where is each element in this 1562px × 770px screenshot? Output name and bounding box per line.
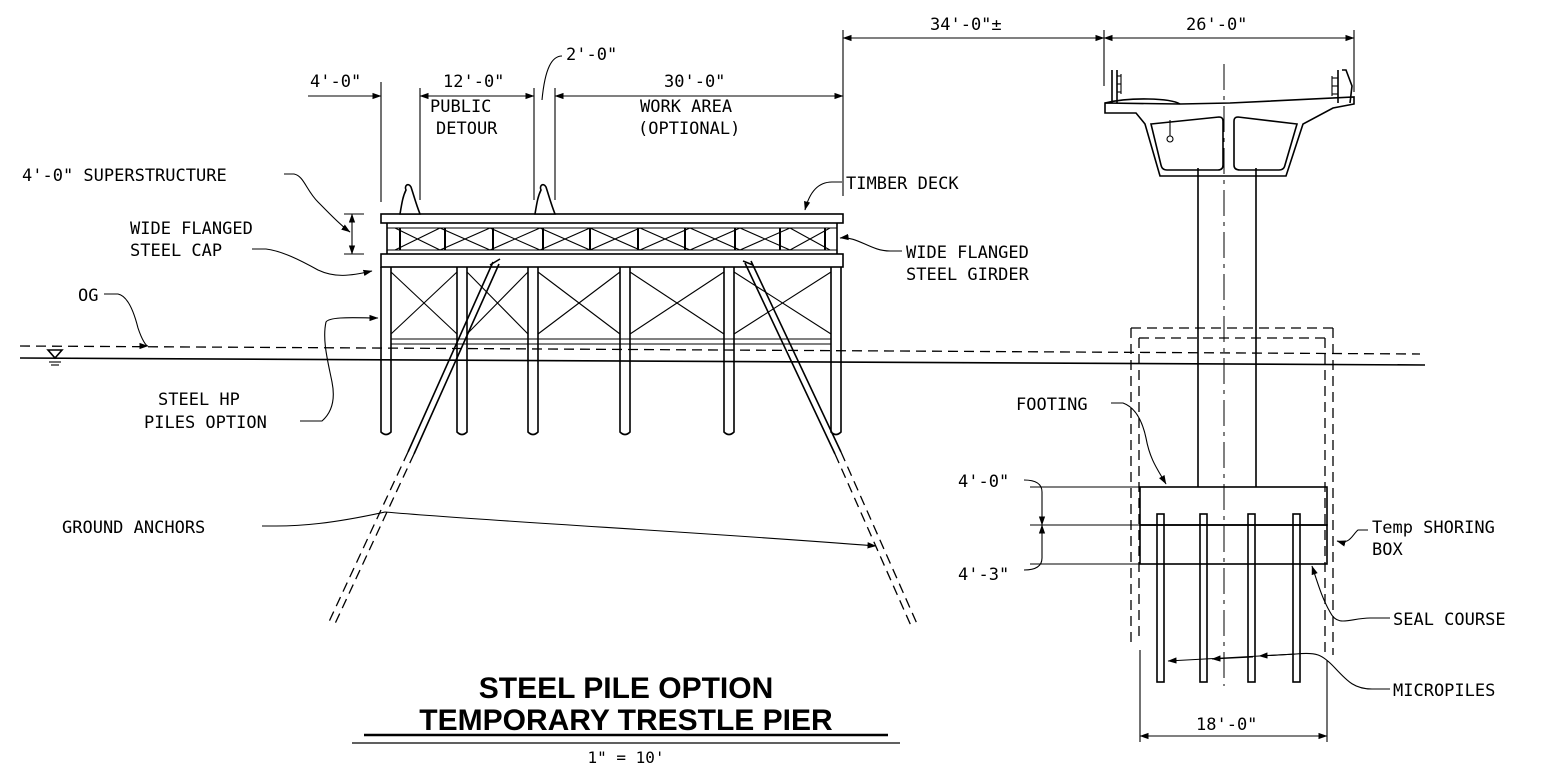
seal-course [1139,524,1328,565]
trestle-leaders [104,173,902,549]
dim-18-0: 18'-0" [1196,715,1257,735]
bridge-rail-right [1331,69,1353,104]
girder-truss [387,227,837,251]
label-girder-2: STEEL GIRDER [906,265,1030,285]
title-line-2: TEMPORARY TRESTLE PIER [419,704,833,737]
barrier-center [534,183,557,215]
label-cap-2: STEEL CAP [130,241,222,261]
bridge-leaders [1111,402,1390,690]
trestle-structure [326,183,919,629]
label-timber-deck: TIMBER DECK [846,174,959,194]
ground-anchor-left [326,258,501,629]
shoring-box [1130,327,1334,655]
pile-bracing [390,271,832,345]
dim-4-3: 4'-3" [958,565,1009,585]
water-surface [19,345,1426,366]
micropiles [1156,513,1301,683]
drawing-labels: 4'-0" 12'-0" 2'-0" 30'-0" PUBLIC DETOUR … [22,15,1506,735]
dim-34-0: 34'-0"± [930,15,1002,35]
title-scale: 1" = 10' [587,748,664,767]
dim-12-0: 12'-0" [443,72,504,92]
ground-anchor-right [742,260,919,629]
label-micropiles: MICROPILES [1393,681,1495,701]
label-shoring-1: Temp SHORING [1372,518,1495,538]
label-girder-1: WIDE FLANGED [906,243,1029,263]
title-block: STEEL PILE OPTION TEMPORARY TRESTLE PIER… [352,672,900,767]
dim-4-0-footing: 4'-0" [958,472,1009,492]
dim-2-0: 2'-0" [566,45,617,65]
label-cap-1: WIDE FLANGED [130,219,253,239]
label-footing: FOOTING [1016,395,1088,415]
girder-cell-right [1233,116,1299,171]
barrier-left [399,183,422,215]
dim-30-0: 30'-0" [664,72,725,92]
label-work-area: WORK AREA [640,97,732,117]
steel-cap [380,253,844,268]
timber-deck [380,213,844,224]
label-seal-course: SEAL COURSE [1393,610,1506,630]
girder-cell-left [1150,116,1224,171]
dim-26-0: 26'-0" [1186,15,1247,35]
bridge-structure [1104,64,1355,686]
label-public: PUBLIC [430,97,491,117]
bridge-rail-left [1111,70,1122,103]
label-hp-2: PILES OPTION [144,413,267,433]
title-line-1: STEEL PILE OPTION [479,672,774,705]
label-hp-1: STEEL HP [158,390,240,410]
footing [1139,486,1328,526]
label-optional: (OPTIONAL) [638,119,740,139]
label-og: OG [78,286,98,306]
label-superstructure: 4'-0" SUPERSTRUCTURE [22,166,227,186]
label-shoring-2: BOX [1372,540,1403,560]
label-ground-anchors: GROUND ANCHORS [62,518,205,538]
box-girder [1104,96,1355,177]
trestle-dimensions [308,30,844,255]
label-detour: DETOUR [436,119,498,139]
dim-4-0-top: 4'-0" [310,72,361,92]
bridge-dimensions [842,30,1355,742]
